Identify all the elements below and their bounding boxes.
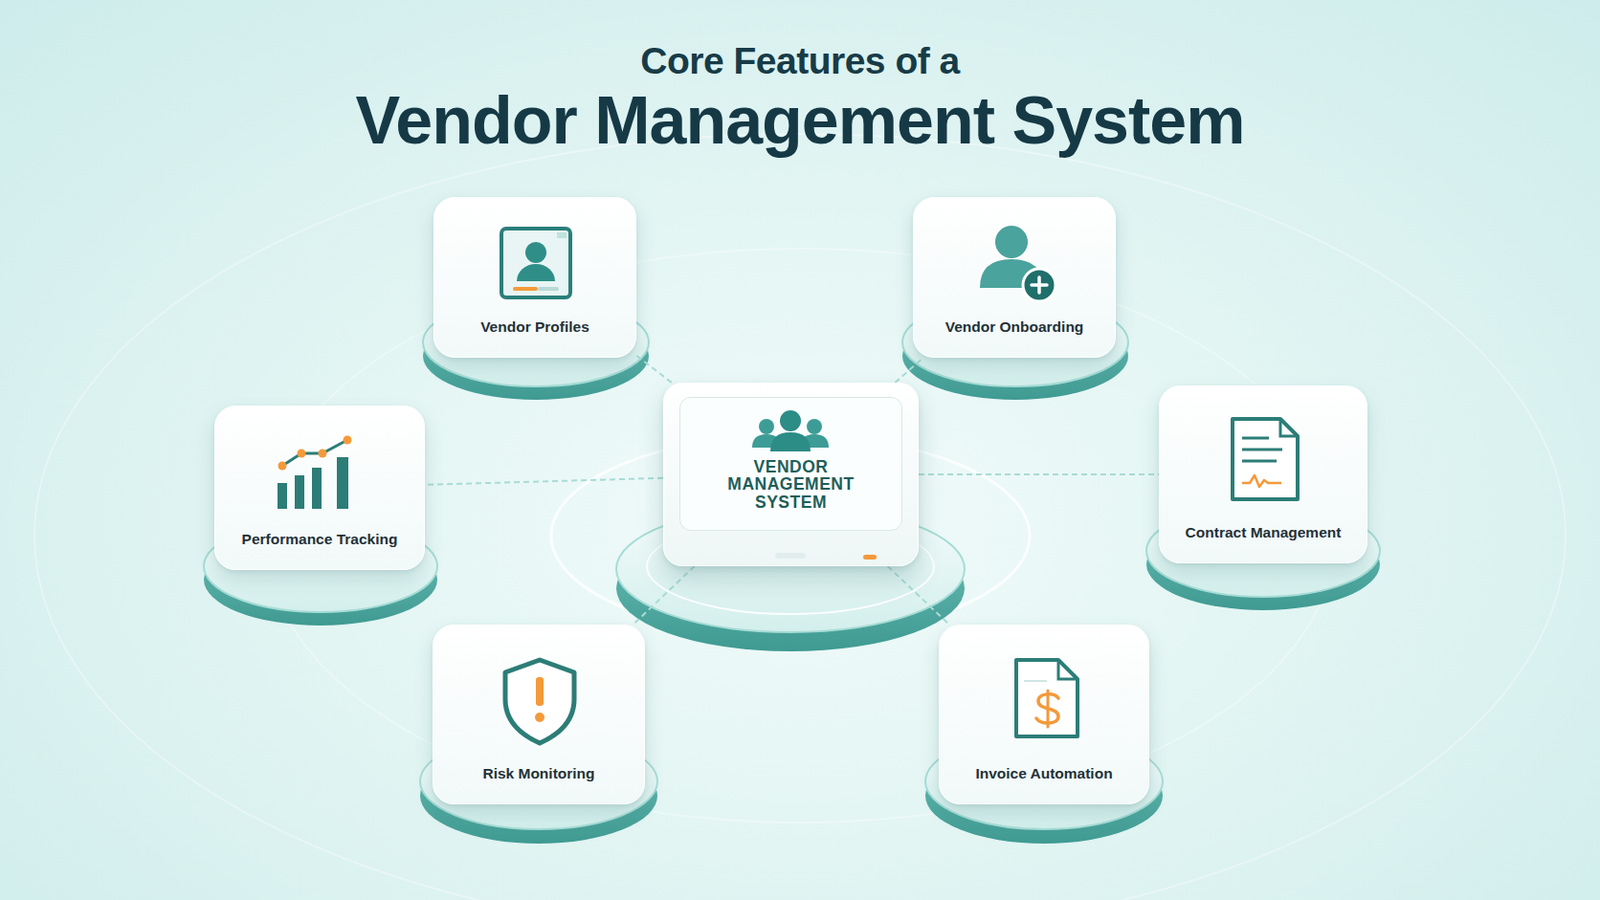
shield-icon <box>505 660 575 744</box>
title-prefix: Core Features of a <box>0 40 1600 83</box>
connector-line <box>888 566 950 625</box>
team-icon <box>752 410 829 452</box>
connector-line <box>633 566 695 625</box>
connector-line <box>636 355 672 383</box>
status-light <box>863 555 877 560</box>
connector-line <box>424 478 664 486</box>
diagram-title: Vendor Management System <box>0 82 1600 159</box>
feature-label: Invoice Automation <box>939 765 1149 783</box>
invoice-icon <box>1016 660 1078 737</box>
feature-label: Performance Tracking <box>215 531 424 549</box>
feature-card: Risk Monitoring <box>432 624 645 805</box>
feature-card: Contract Management <box>1158 385 1368 564</box>
profile-icon <box>501 228 571 298</box>
chart-icon <box>277 436 353 511</box>
hub-label: VENDOR MANAGEMENT SYSTEM <box>705 458 878 512</box>
feature-label: Contract Management <box>1159 524 1367 542</box>
hub-box: VENDOR MANAGEMENT SYSTEM <box>663 382 919 567</box>
feature-card: Invoice Automation <box>938 624 1150 805</box>
feature-label: Risk Monitoring <box>433 765 645 783</box>
feature-label: Vendor Onboarding <box>913 318 1115 336</box>
connector-line <box>918 473 1159 476</box>
connector-line <box>894 357 923 383</box>
feature-card: Performance Tracking <box>214 405 425 571</box>
onboarding-icon <box>979 225 1056 302</box>
device-slot <box>775 553 806 559</box>
feature-card: Vendor Profiles <box>433 197 637 358</box>
feature-label: Vendor Profiles <box>434 318 636 336</box>
contract-icon <box>1232 419 1298 500</box>
feature-card: Vendor Onboarding <box>912 197 1116 358</box>
